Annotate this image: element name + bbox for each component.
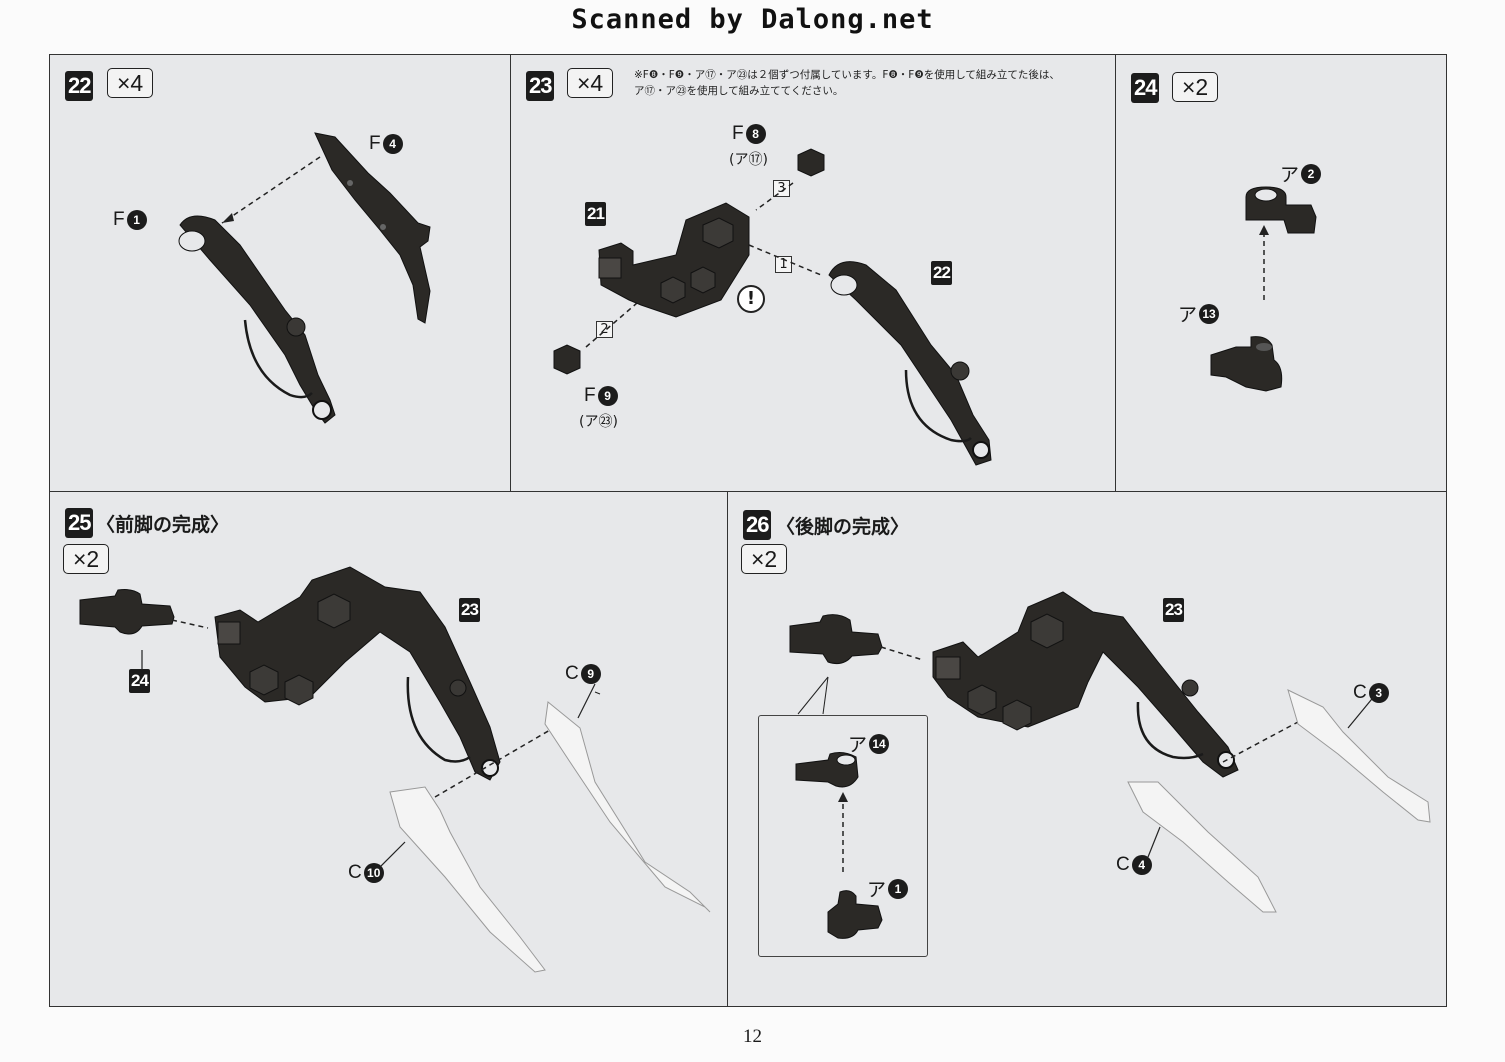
part-letter: F — [732, 123, 744, 144]
section-title: 〈後脚の完成〉 — [776, 516, 910, 538]
step-ref-23: 23 — [459, 598, 480, 622]
step-number: 22 — [65, 71, 94, 101]
quantity-badge: ×2 — [741, 544, 788, 574]
step-24-illustration — [1210, 186, 1317, 392]
note-line-1: ※F❽・F❾・ア⑰・ア㉓は２個ずつ付属しています。F❽・F❾を使用して組み立てた… — [634, 69, 1060, 81]
part-number: 8 — [745, 124, 766, 144]
part-number: 9 — [597, 386, 618, 406]
assembly-note: ※F❽・F❾・ア⑰・ア㉓は２個ずつ付属しています。F❽・F❾を使用して組み立てた… — [634, 67, 1060, 99]
alt-part-label-f8: (ア⑰) — [729, 152, 768, 168]
part-letter: ア — [848, 735, 868, 756]
step-ref-21: 21 — [585, 202, 606, 226]
step-number: 24 — [1131, 73, 1160, 103]
page-number: 12 — [743, 1026, 762, 1047]
part-letter: ア — [1280, 165, 1300, 186]
step-23-panel: 23 ×4 ※F❽・F❾・ア⑰・ア㉓は２個ずつ付属しています。F❽・F❾を使用し… — [510, 54, 1117, 493]
step-25-illustration — [79, 566, 711, 973]
part-number: 10 — [363, 863, 384, 883]
watermark: Scanned by Dalong.net — [571, 4, 934, 35]
alt-part-label-f9: (ア㉓) — [579, 414, 618, 430]
part-letter: C — [1116, 854, 1130, 875]
part-number: 9 — [580, 664, 601, 684]
note-line-2: ア⑰・ア㉓を使用して組み立ててください。 — [634, 85, 844, 97]
detail-inset — [758, 715, 928, 957]
step-number: 26 — [743, 510, 772, 540]
quantity-badge: ×4 — [567, 68, 614, 98]
part-number: 2 — [1301, 163, 1322, 184]
step-number: 25 — [65, 508, 94, 538]
order-marker-1: 1 — [775, 256, 792, 273]
step-number: 23 — [526, 71, 555, 101]
step-ref-23: 23 — [1163, 598, 1184, 622]
part-letter: ア — [1178, 305, 1198, 326]
part-number: 4 — [382, 134, 403, 154]
quantity-badge: ×2 — [1172, 72, 1219, 102]
part-number: 13 — [1199, 303, 1220, 324]
part-letter: C — [1353, 682, 1367, 703]
part-number: 14 — [869, 733, 890, 754]
part-letter: ア — [867, 880, 887, 901]
quantity-badge: ×4 — [107, 68, 154, 98]
step-26-illustration — [789, 591, 1431, 939]
order-marker-3: 3 — [773, 180, 790, 197]
step-23-illustration — [553, 148, 992, 466]
step-22-illustration — [178, 132, 431, 424]
quantity-badge: ×2 — [63, 544, 110, 574]
part-number: 1 — [126, 210, 147, 230]
part-letter: F — [113, 209, 125, 230]
part-number: 3 — [1368, 683, 1389, 703]
step-ref-22: 22 — [931, 261, 952, 285]
part-number: 1 — [888, 878, 909, 899]
step-ref-24: 24 — [129, 669, 150, 693]
warning-icon: ! — [737, 285, 765, 313]
part-letter: F — [369, 133, 381, 154]
section-title: 〈前脚の完成〉 — [96, 514, 230, 536]
part-number: 4 — [1131, 855, 1152, 875]
part-letter: C — [565, 663, 579, 684]
part-letter: F — [584, 385, 596, 406]
part-letter: C — [348, 862, 362, 883]
